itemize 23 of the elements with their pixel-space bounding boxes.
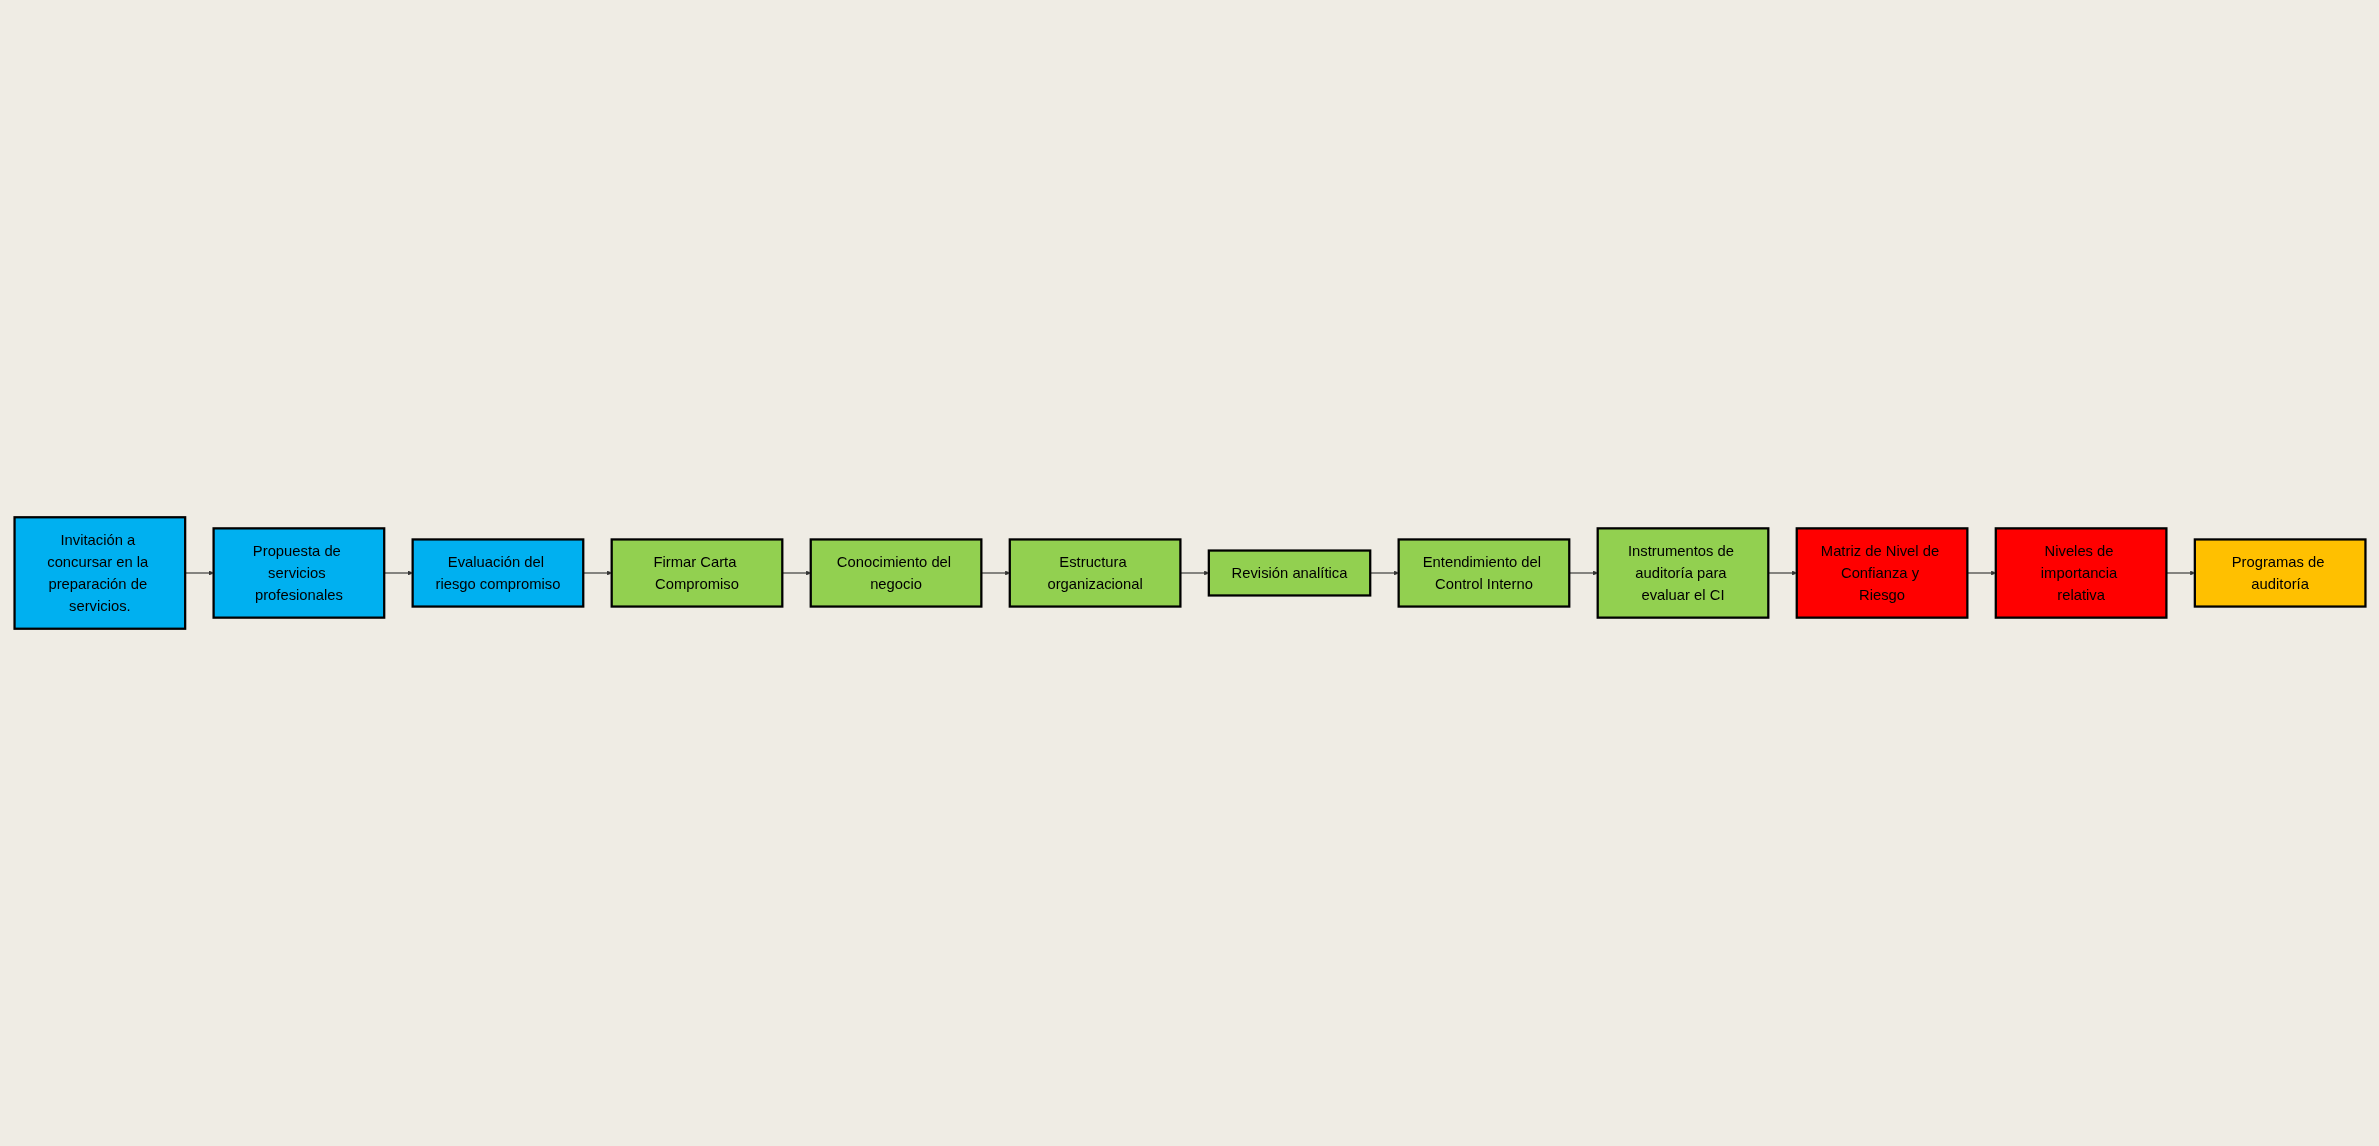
arrow [184,570,214,576]
node-box: Programas de auditoría [2193,538,2367,608]
arrow [383,570,413,576]
arrow [1966,570,1996,576]
arrow [2165,570,2195,576]
node-box: Invitación a concursar en la preparación de servicios. [12,516,186,630]
arrow [1767,570,1797,576]
node-box: Niveles de importancia relativa [1994,527,2168,619]
arrow [980,570,1010,576]
node-box: Instrumentos de auditoría para evaluar el CI [1596,527,1769,619]
arrow [781,570,811,576]
node-box: Propuesta de servicios profesionales [211,527,385,619]
node-box: Revisión analítica [1207,549,1371,597]
node-box: Conocimiento del negocio [809,538,982,608]
node-box: Matriz de Nivel de Confianza y Riesgo [1795,527,1968,619]
arrow [1179,570,1209,576]
arrow [1568,570,1598,576]
arrow [1369,570,1399,576]
arrow [582,570,612,576]
node-box: Entendimiento del Control Interno [1397,538,1570,608]
node-box: Firmar Carta Compromiso [610,538,783,608]
node-box: Evaluación del riesgo compromiso [411,538,584,608]
node-box: Estructura organizacional [1008,538,1182,608]
